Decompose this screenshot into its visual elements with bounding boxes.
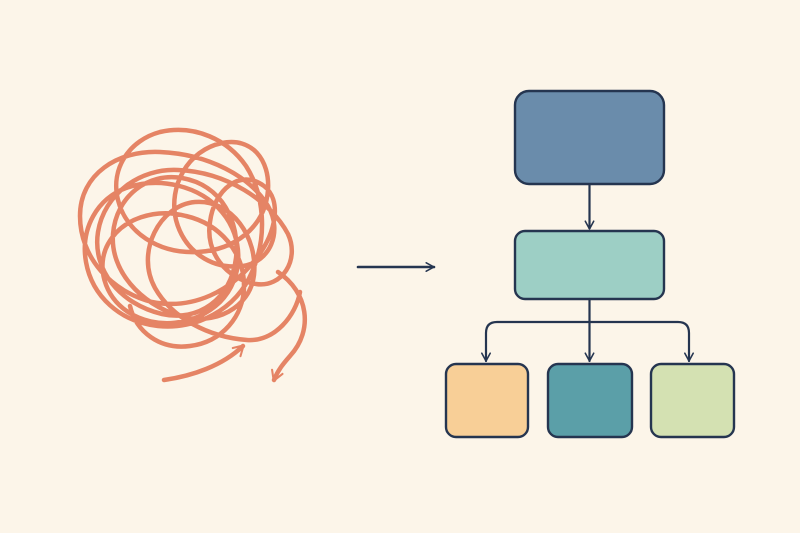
child-box-left bbox=[444, 362, 530, 439]
child-box-center bbox=[546, 362, 634, 439]
middle-box bbox=[513, 229, 666, 301]
branch-connectors bbox=[481, 297, 694, 363]
tangled-line-icon bbox=[77, 127, 307, 383]
hierarchy-diagram bbox=[444, 89, 736, 439]
child-box-right bbox=[649, 362, 736, 439]
connector-middle-to-left bbox=[481, 320, 591, 363]
connector-middle-to-right bbox=[588, 320, 694, 363]
tangle-scribble bbox=[77, 127, 303, 349]
root-box bbox=[513, 89, 666, 186]
tangle-tail-arrow-left bbox=[161, 343, 246, 383]
tangle-tail-arrow-right bbox=[271, 269, 307, 383]
